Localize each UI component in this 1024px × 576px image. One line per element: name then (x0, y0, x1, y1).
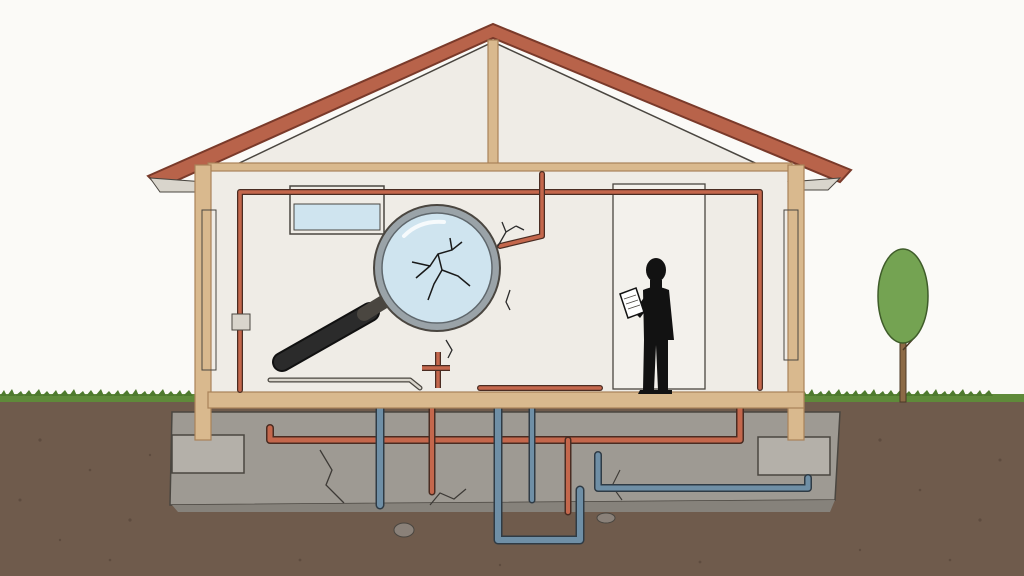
foundation-slab (169, 411, 841, 538)
magnifying-glass (272, 204, 501, 372)
floor (207, 391, 805, 409)
crack-icon (411, 237, 471, 301)
electrical-outlet (231, 313, 251, 331)
clipboard (619, 287, 645, 319)
tree (877, 248, 929, 403)
rock (596, 512, 616, 524)
floor-valve (422, 352, 450, 388)
soil-speckles (18, 438, 1002, 567)
rock (393, 522, 415, 538)
wall-crack (445, 221, 525, 359)
footing-left (171, 434, 245, 474)
plumbing-pipes (266, 400, 812, 545)
footing-right (757, 436, 831, 476)
